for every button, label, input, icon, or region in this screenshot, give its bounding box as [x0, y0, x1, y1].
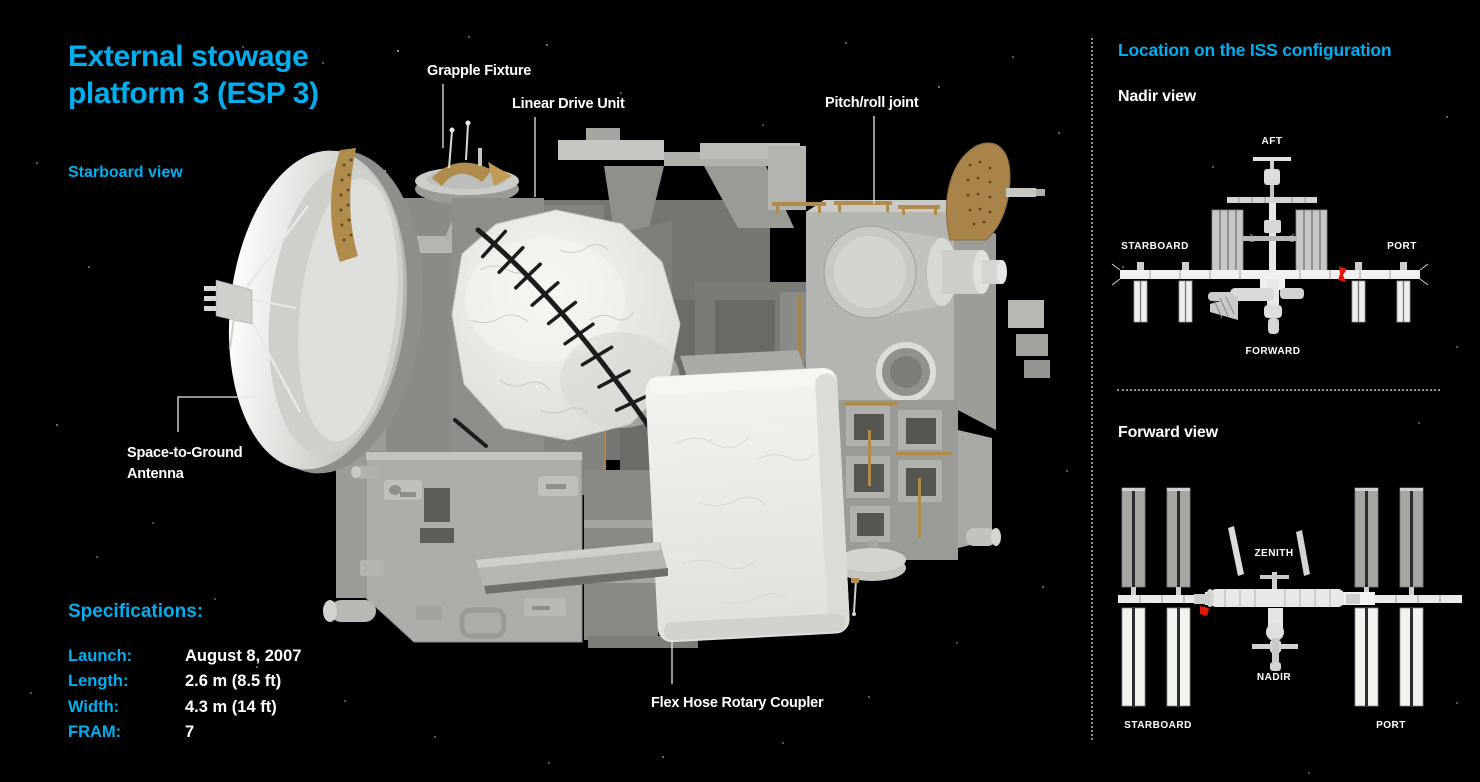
spec-row-length: Length: 2.6 m (8.5 ft)	[68, 672, 301, 697]
callout-space-to-ground-line2: Antenna	[127, 466, 184, 482]
horizontal-dotted-separator	[1117, 389, 1440, 391]
callout-pitch-roll-joint: Pitch/roll joint	[825, 95, 919, 111]
nadir-label-forward: FORWARD	[1246, 346, 1301, 357]
spec-row-width: Width: 4.3 m (14 ft)	[68, 698, 301, 723]
spec-label: Width:	[68, 697, 120, 716]
callout-space-to-ground-antenna: Space-to-Ground Antenna	[127, 443, 243, 485]
spec-row-launch: Launch: August 8, 2007	[68, 647, 301, 672]
spec-value: 4.3 m (14 ft)	[185, 697, 277, 716]
callout-linear-drive-unit: Linear Drive Unit	[512, 96, 625, 112]
esp3-location-marker-forward	[1200, 606, 1209, 616]
craft-render	[204, 120, 1050, 648]
forward-label-starboard: STARBOARD	[1124, 720, 1192, 731]
specifications-heading: Specifications:	[68, 601, 204, 622]
spec-label: FRAM:	[68, 723, 122, 742]
spec-value: 7	[185, 723, 195, 742]
forward-label-zenith: ZENITH	[1254, 548, 1293, 559]
nadir-label-port: PORT	[1387, 241, 1417, 252]
forward-label-port: PORT	[1376, 720, 1406, 731]
spec-label: Length:	[68, 672, 129, 691]
callout-leader-lines	[177, 84, 875, 684]
page-title-line1: External stowage	[68, 40, 309, 73]
location-panel-heading: Location on the ISS configuration	[1118, 40, 1392, 60]
spec-label: Launch:	[68, 647, 133, 665]
esp3-illustration	[177, 84, 1050, 684]
nadir-label-aft: AFT	[1262, 136, 1283, 147]
page-title: External stowage platform 3 (ESP 3)	[68, 38, 319, 112]
nadir-view-title: Nadir view	[1118, 88, 1197, 105]
mli-lacing-seam	[453, 227, 653, 448]
iss-forward-view-diagram: ZENITH NADIR STARBOARD PORT	[1118, 487, 1462, 731]
starboard-view-label: Starboard view	[68, 164, 183, 181]
specifications-list: Launch: August 8, 2007 Length: 2.6 m (8.…	[68, 647, 301, 749]
iss-nadir-view-diagram: AFT	[1111, 136, 1429, 357]
esp3-location-marker-nadir	[1338, 266, 1347, 282]
page-title-line2: platform 3 (ESP 3)	[68, 77, 319, 110]
callout-space-to-ground-line1: Space-to-Ground	[127, 445, 243, 461]
nadir-label-starboard: STARBOARD	[1121, 241, 1189, 252]
fhrc-box	[645, 367, 850, 643]
spec-value: 2.6 m (8.5 ft)	[185, 672, 282, 691]
forward-label-nadir: NADIR	[1257, 672, 1291, 683]
spec-row-fram: FRAM: 7	[68, 723, 301, 748]
callout-grapple-fixture: Grapple Fixture	[427, 63, 532, 79]
forward-view-title: Forward view	[1118, 424, 1218, 441]
callout-flex-hose-rotary-coupler: Flex Hose Rotary Coupler	[651, 695, 824, 711]
iss-nadir-drawing	[1111, 157, 1429, 334]
iss-forward-drawing	[1118, 487, 1462, 707]
spec-value: August 8, 2007	[185, 647, 302, 665]
vertical-dotted-separator	[1091, 38, 1093, 740]
